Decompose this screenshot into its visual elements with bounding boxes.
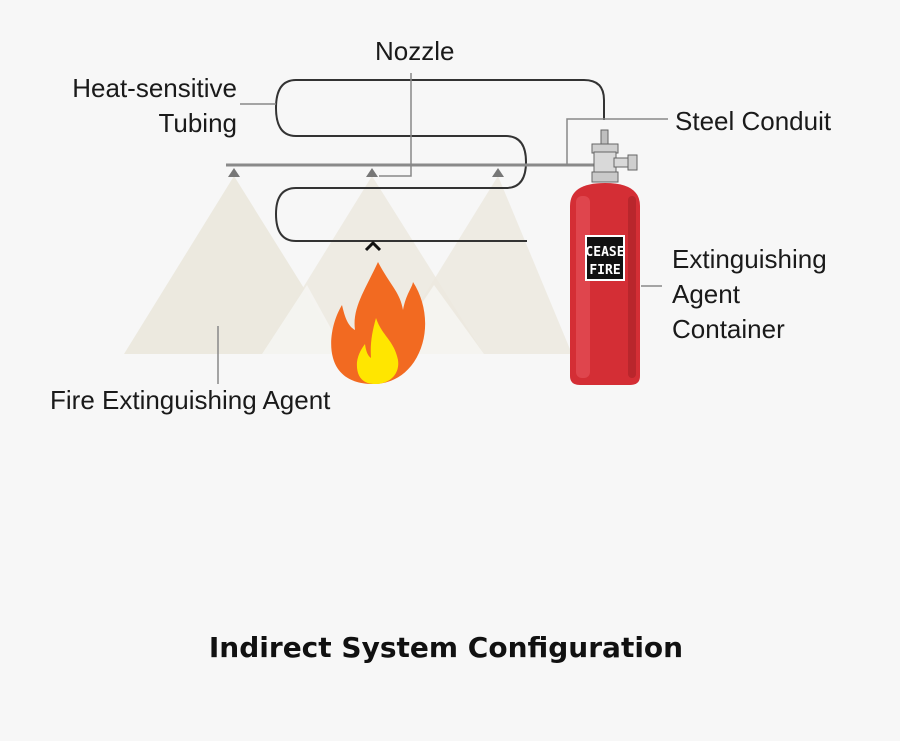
tubing-label-line1: Heat-sensitive xyxy=(72,73,237,103)
container-label-line3: Container xyxy=(672,314,785,344)
conduit-label: Steel Conduit xyxy=(675,106,832,136)
tubing-label-line2: Tubing xyxy=(158,108,237,138)
caret-marker xyxy=(364,240,382,252)
leader-lines xyxy=(217,73,668,384)
heat-sensitive-tubing xyxy=(274,79,605,242)
fire-icon xyxy=(331,262,426,384)
cylinder-badge-line1: CEASE xyxy=(585,245,624,260)
nozzles xyxy=(228,168,504,177)
container-label-line2: Agent xyxy=(672,279,741,309)
cylinder-badge-line2: FIRE xyxy=(589,263,620,278)
nozzle-left xyxy=(228,168,240,177)
agent-label: Fire Extinguishing Agent xyxy=(50,385,331,415)
container-label-line1: Extinguishing xyxy=(672,244,827,274)
nozzle-leader-line xyxy=(379,73,412,177)
diagram-caption: Indirect System Configuration xyxy=(209,631,683,664)
nozzle-right xyxy=(492,168,504,177)
nozzle-label: Nozzle xyxy=(375,36,454,66)
conduit-leader-line xyxy=(566,118,668,165)
nozzle-middle xyxy=(366,168,378,177)
cylinder-badge xyxy=(585,235,625,281)
extinguishing-agent-container: CEASE FIRE xyxy=(570,129,640,385)
